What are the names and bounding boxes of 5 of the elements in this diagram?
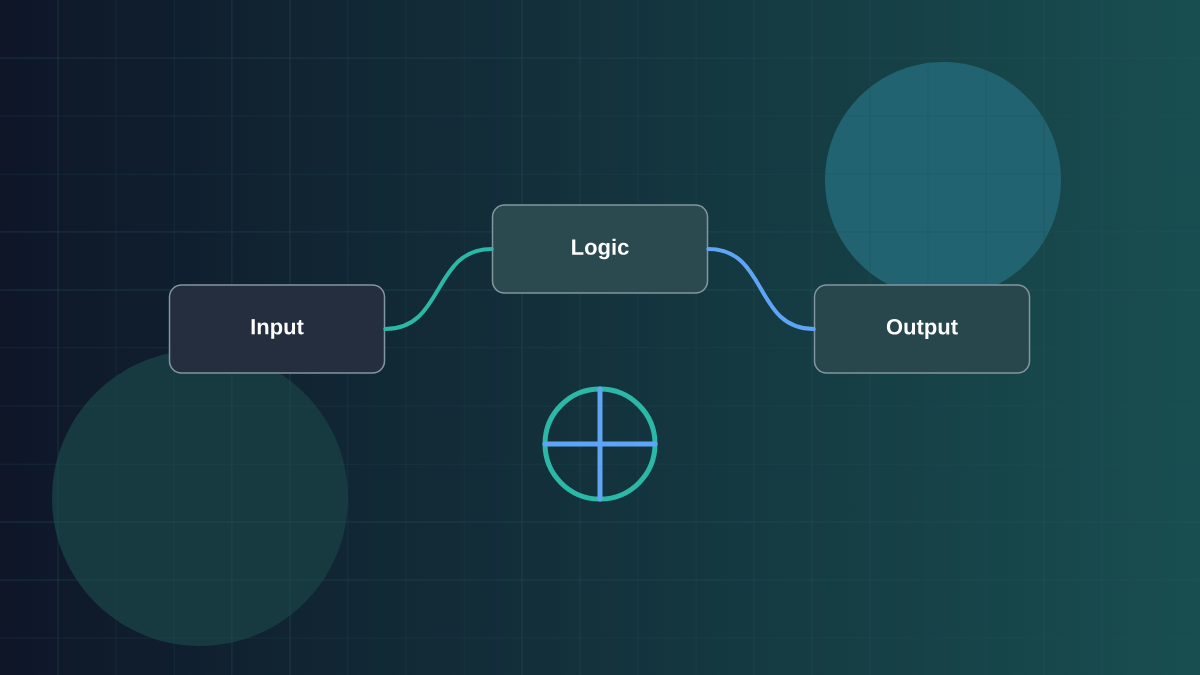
process-box: Input	[168, 284, 386, 374]
process-box: Logic	[491, 204, 709, 294]
connector	[706, 247, 816, 331]
connector	[383, 247, 494, 331]
process-box: Output	[813, 284, 1031, 374]
